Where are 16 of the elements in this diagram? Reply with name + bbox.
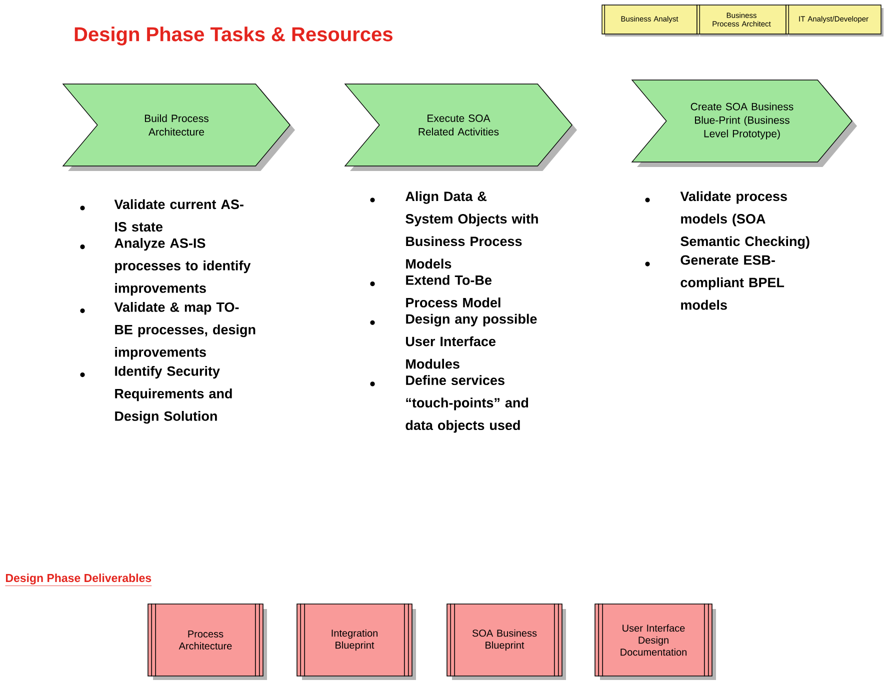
deliverable-box: Integration Blueprint: [296, 603, 416, 680]
bullet-item: Extend To-Be Process Model: [406, 275, 500, 308]
bullet-item: Validate current AS-IS state: [114, 199, 244, 232]
bullet-item: Identify Security Requirements and Design Solution: [115, 366, 232, 424]
bullet-item: Align Data & System Objects with Business Process Models: [406, 191, 538, 269]
bullet-item: Define services “touch-points” and data objects used: [406, 375, 528, 433]
bullet-item: Design any possible User Interface Modules: [406, 314, 537, 369]
bullet-item: Validate process models (SOA Semantic Checking): [680, 191, 810, 249]
bullet-item: Validate & map TO-BE processes, design improvements: [114, 302, 256, 360]
title: Design Phase Tasks & Resources: [74, 26, 392, 46]
bullet-item: Generate ESB-compliant BPEL models: [680, 255, 784, 310]
deliverable-box: Process Architecture: [148, 603, 267, 680]
deliverable-box: User Interface Design Documentation: [594, 603, 716, 680]
bullet-item: Analyze AS-IS processes to identify improvements: [114, 238, 251, 296]
deliverable-box: SOA Business Blueprint: [446, 603, 566, 680]
section-heading: Design Phase Deliverables: [5, 574, 152, 586]
